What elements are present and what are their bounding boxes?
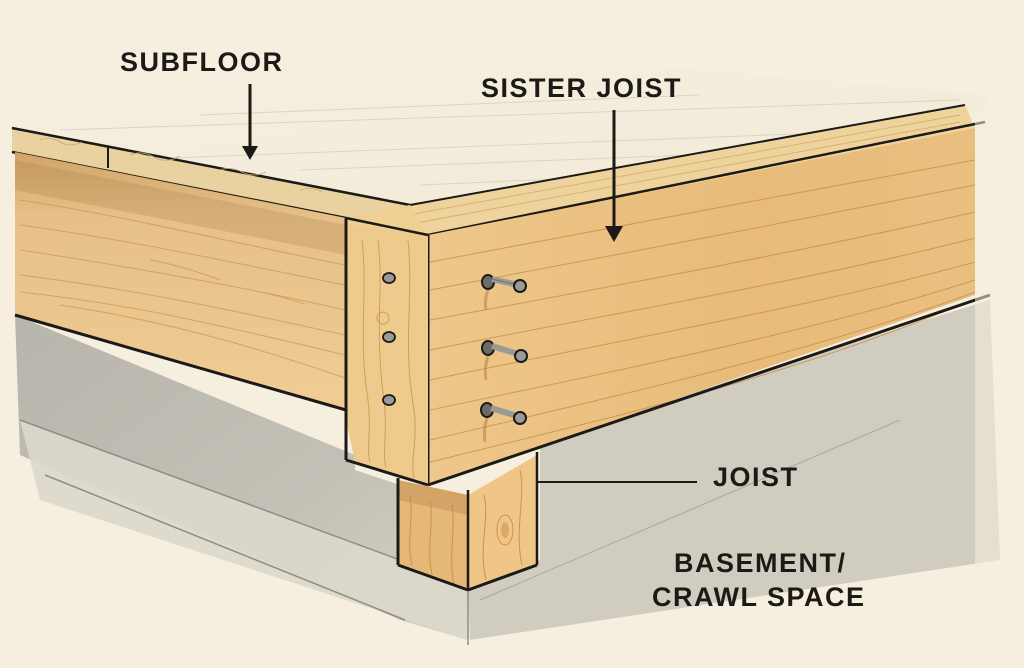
bolt-icon [480, 402, 527, 443]
joist-end-face [344, 205, 429, 487]
joist-label: JOIST [713, 462, 799, 492]
bolt-icon [481, 274, 527, 311]
basement-label-line1: BASEMENT/ [674, 548, 847, 578]
basement-label-line2: CRAWL SPACE [652, 582, 866, 612]
basement-floor [15, 300, 1000, 645]
subfloor-label: SUBFLOOR [120, 47, 284, 77]
subfloor-arrow [242, 84, 258, 160]
post [396, 452, 539, 592]
joist [14, 152, 347, 412]
sister-joist-label: SISTER JOIST [481, 73, 683, 103]
basement-crawl-space-label: BASEMENT/ CRAWL SPACE [652, 546, 866, 614]
sister-joist-arrow [605, 110, 623, 242]
sister-joist [346, 104, 991, 487]
bolt-end-icon [382, 272, 396, 406]
bolt-icon [481, 340, 528, 381]
